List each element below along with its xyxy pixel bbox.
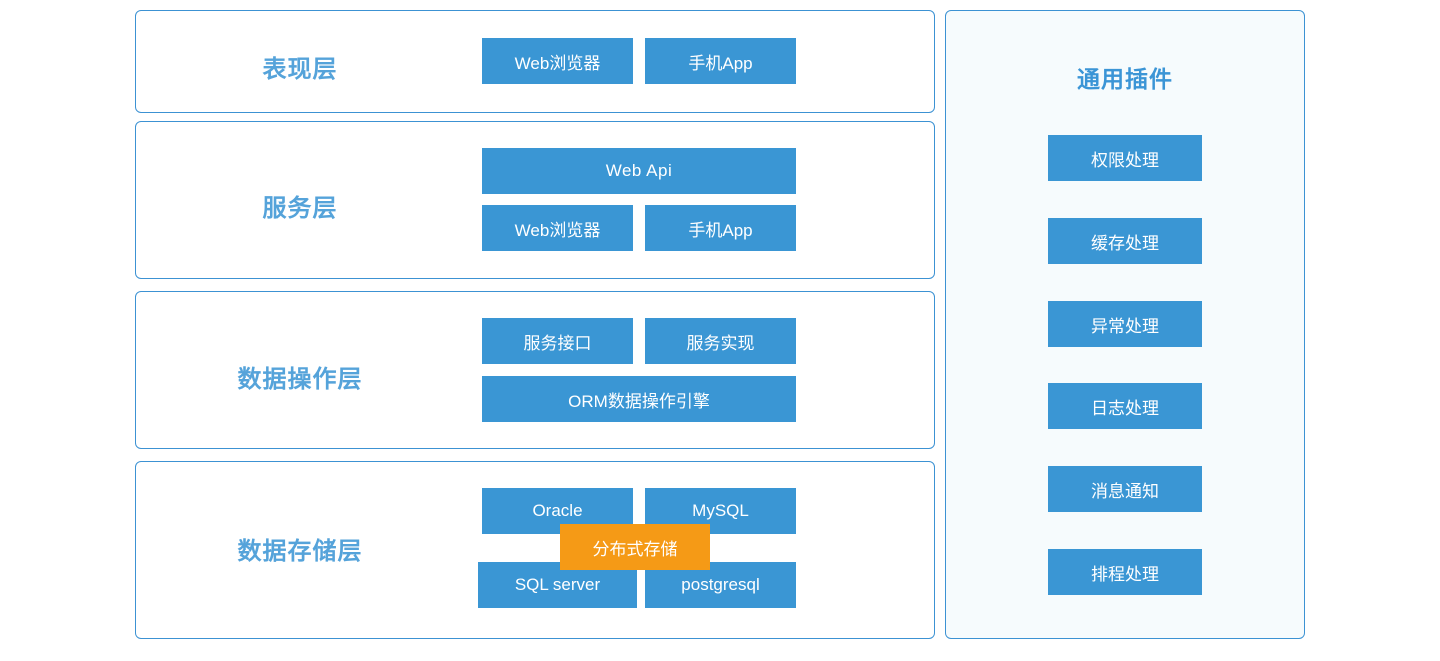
component-box-mobile-app-service[interactable]: 手机App bbox=[645, 205, 796, 251]
component-box-web-browser-presentation[interactable]: Web浏览器 bbox=[482, 38, 633, 84]
plugin-item-scheduling[interactable]: 排程处理 bbox=[1048, 549, 1202, 595]
plugin-panel-title: 通用插件 bbox=[1077, 66, 1173, 92]
component-box-web-browser-service[interactable]: Web浏览器 bbox=[482, 205, 633, 251]
layer-title-data-storage: 数据存储层 bbox=[237, 538, 363, 565]
plugin-item-permission[interactable]: 权限处理 bbox=[1048, 135, 1202, 181]
layer-title-service: 服务层 bbox=[262, 195, 338, 222]
plugin-item-cache[interactable]: 缓存处理 bbox=[1048, 218, 1202, 264]
layer-title-presentation: 表现层 bbox=[262, 56, 338, 83]
layer-title-data-operation: 数据操作层 bbox=[237, 366, 363, 393]
component-box-mobile-app-presentation[interactable]: 手机App bbox=[645, 38, 796, 84]
plugin-item-exception[interactable]: 异常处理 bbox=[1048, 301, 1202, 347]
component-box-service-implementation[interactable]: 服务实现 bbox=[645, 318, 796, 364]
component-box-web-api[interactable]: Web Api bbox=[482, 148, 796, 194]
component-box-service-interface[interactable]: 服务接口 bbox=[482, 318, 633, 364]
component-box-distributed-storage[interactable]: 分布式存储 bbox=[560, 524, 710, 570]
layer-panel-data-operation bbox=[135, 291, 935, 449]
layer-panel-service bbox=[135, 121, 935, 279]
component-box-orm-engine[interactable]: ORM数据操作引擎 bbox=[482, 376, 796, 422]
plugin-item-logging[interactable]: 日志处理 bbox=[1048, 383, 1202, 429]
plugin-item-message-notification[interactable]: 消息通知 bbox=[1048, 466, 1202, 512]
